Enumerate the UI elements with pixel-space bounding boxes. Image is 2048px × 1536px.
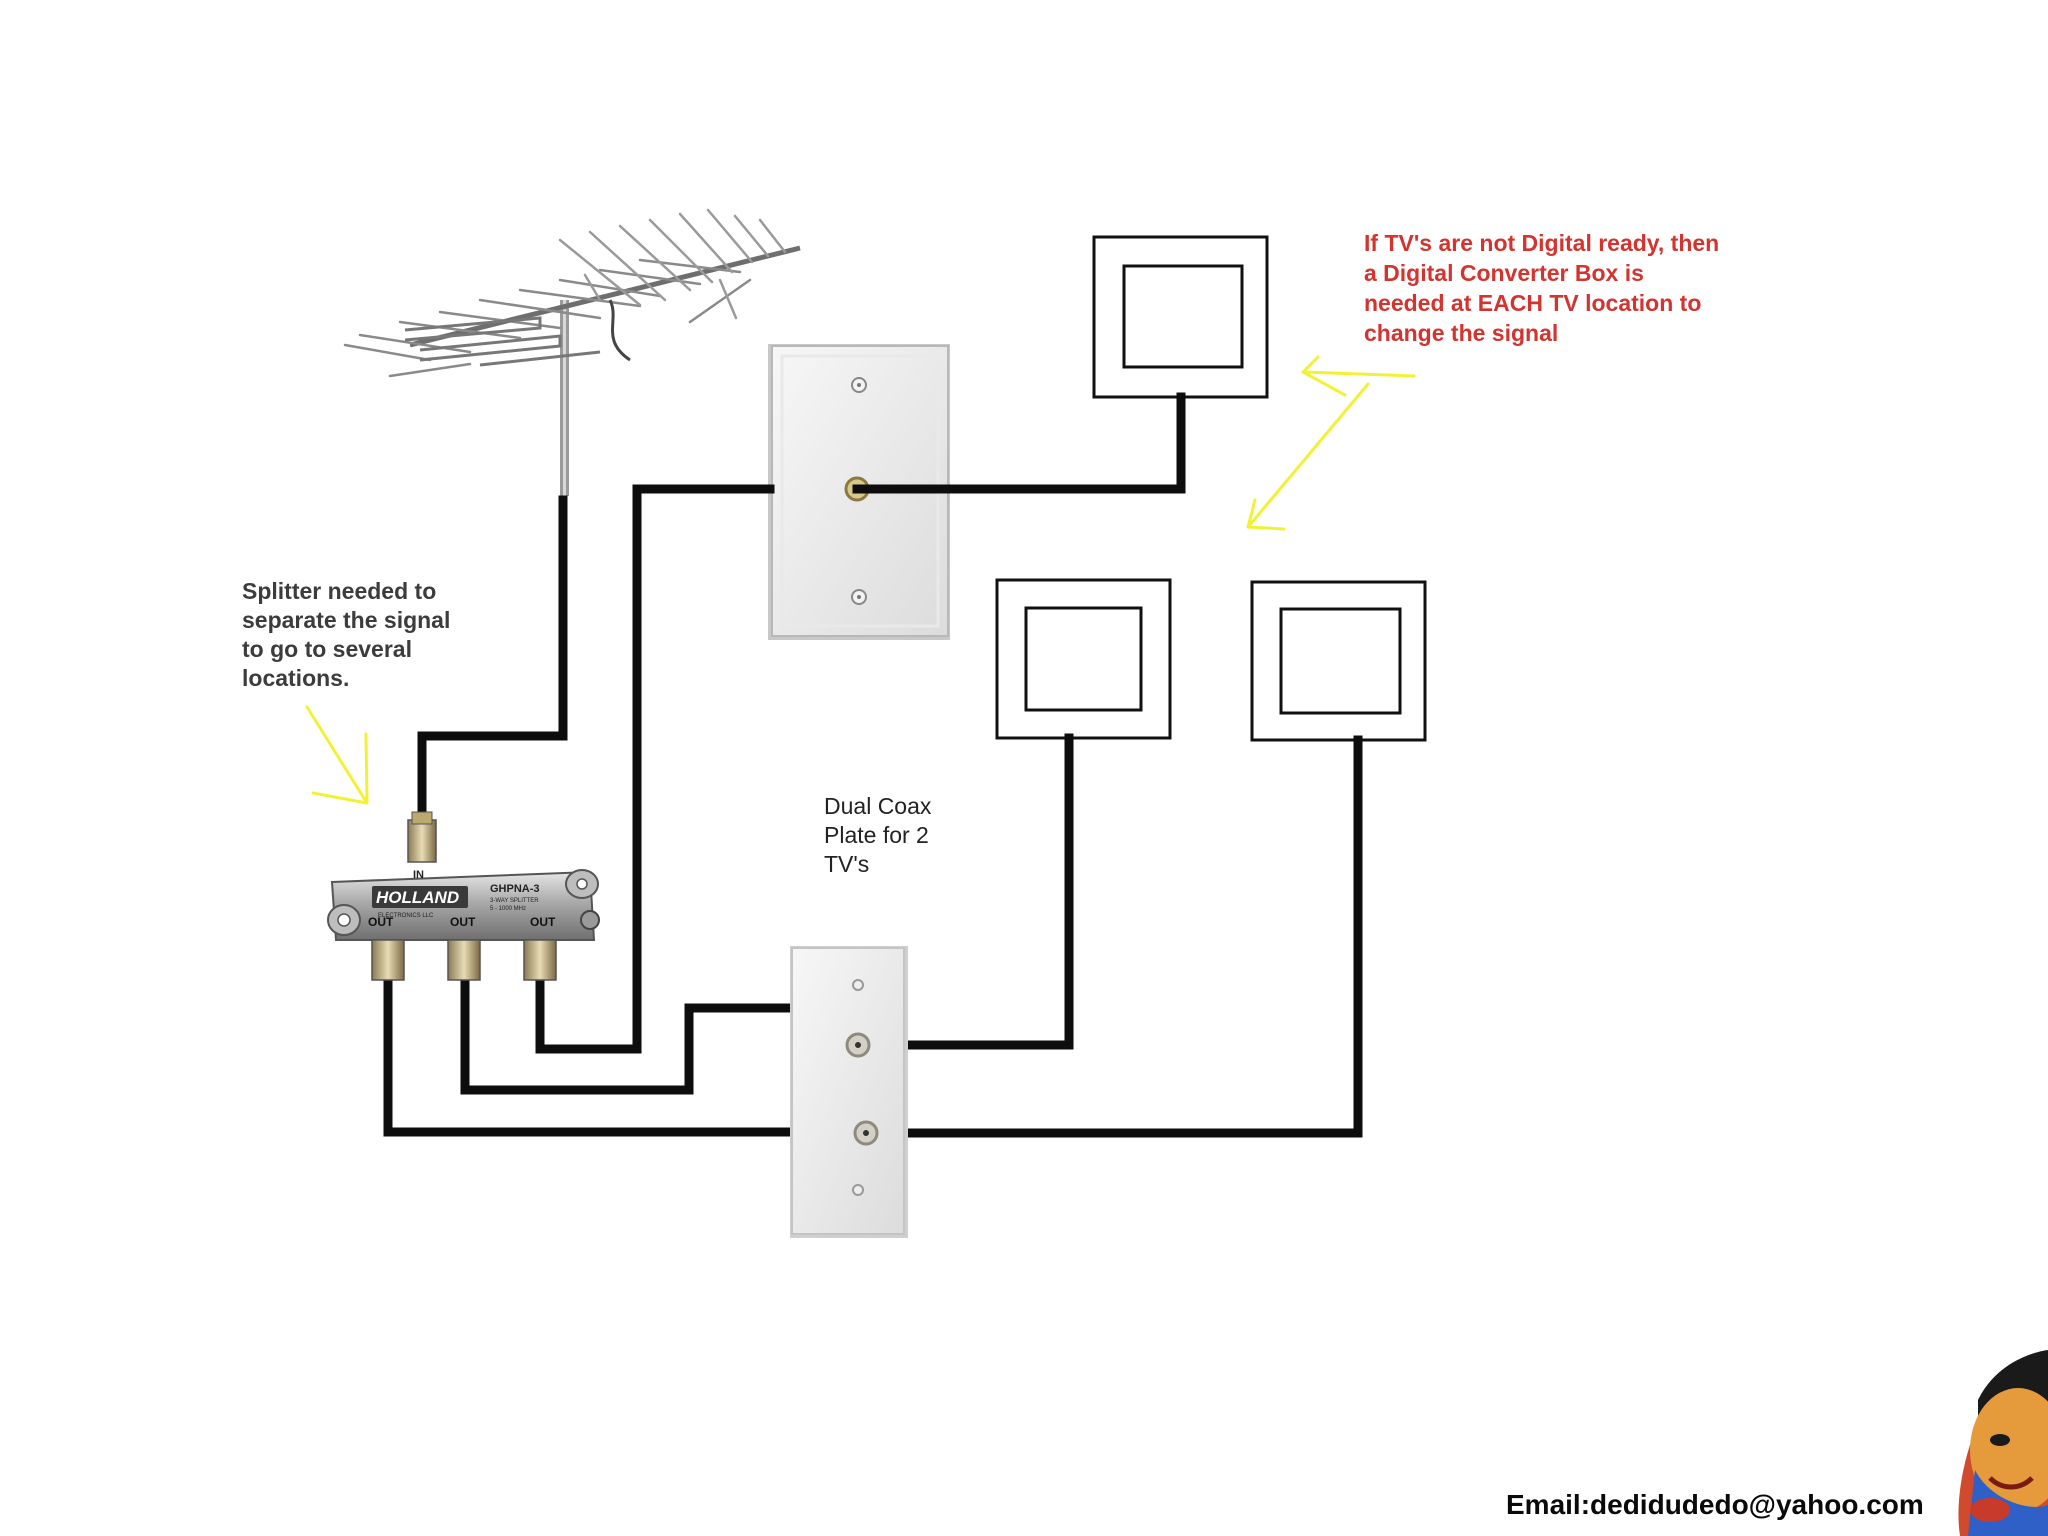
coax-annotation-line: Plate for 2 (824, 822, 929, 848)
splitter-out-label-3: OUT (530, 915, 556, 929)
converter-annotation-line: a Digital Converter Box is (1364, 260, 1644, 286)
coax-splitter-icon: IN HOLLAND ELECTRONICS LLC GHPNA-3 3-WAY… (327, 811, 600, 981)
cable-antenna-to-splitter (417, 495, 568, 825)
splitter-model-sub1: 3-WAY SPLITTER (490, 898, 539, 904)
arrow-to-tv1 (1301, 355, 1416, 397)
coax-annotation-line: Dual Coax (824, 793, 932, 819)
email-footer: Email:dedidudedo@yahoo.com (1506, 1489, 1924, 1520)
arrow-to-splitter (305, 705, 369, 805)
cable-dual-plate-to-tv3 (863, 735, 1363, 1138)
dual-coax-plate-annotation: Dual Coax Plate for 2 TV's (824, 792, 984, 879)
splitter-out-label-2: OUT (450, 915, 476, 929)
splitter-annotation-line: separate the signal (242, 607, 451, 633)
converter-annotation-line: change the signal (1364, 320, 1559, 346)
tv-2 (995, 578, 1172, 740)
converter-annotation-line: needed at EACH TV location to (1364, 290, 1702, 316)
tv-1 (1092, 235, 1269, 399)
avatar-icon (1958, 1350, 2048, 1536)
splitter-brand: HOLLAND (376, 888, 459, 907)
splitter-annotation-line: to go to several (242, 636, 412, 662)
tv-3 (1250, 580, 1427, 742)
splitter-annotation: Splitter needed to separate the signal t… (242, 577, 502, 693)
coax-annotation-line: TV's (824, 851, 870, 877)
arrow-to-tv-pair (1246, 382, 1370, 531)
cable-splitter-to-single-plate (535, 484, 775, 1054)
cable-dual-plate-to-tv2 (853, 733, 1074, 1050)
dual-coax-wall-plate-icon (790, 946, 908, 1238)
cable-splitter-to-dual-plate-top (460, 953, 805, 1095)
splitter-annotation-line: Splitter needed to (242, 578, 437, 604)
converter-box-annotation: If TV's are not Digital ready, then a Di… (1364, 228, 1784, 348)
cable-single-plate-to-tv1 (852, 392, 1186, 494)
splitter-in-label: IN (413, 869, 424, 881)
splitter-model-sub2: 5 - 1000 MHz (490, 906, 526, 912)
splitter-out-label-1: OUT (368, 915, 394, 929)
tv-antenna-icon (343, 208, 801, 496)
splitter-model: GHPNA-3 (490, 883, 540, 895)
splitter-annotation-line: locations. (242, 665, 350, 691)
converter-annotation-line: If TV's are not Digital ready, then (1364, 230, 1720, 256)
cable-splitter-to-dual-plate-bottom (383, 953, 805, 1137)
splitter-brand-sub: ELECTRONICS LLC (378, 913, 434, 919)
